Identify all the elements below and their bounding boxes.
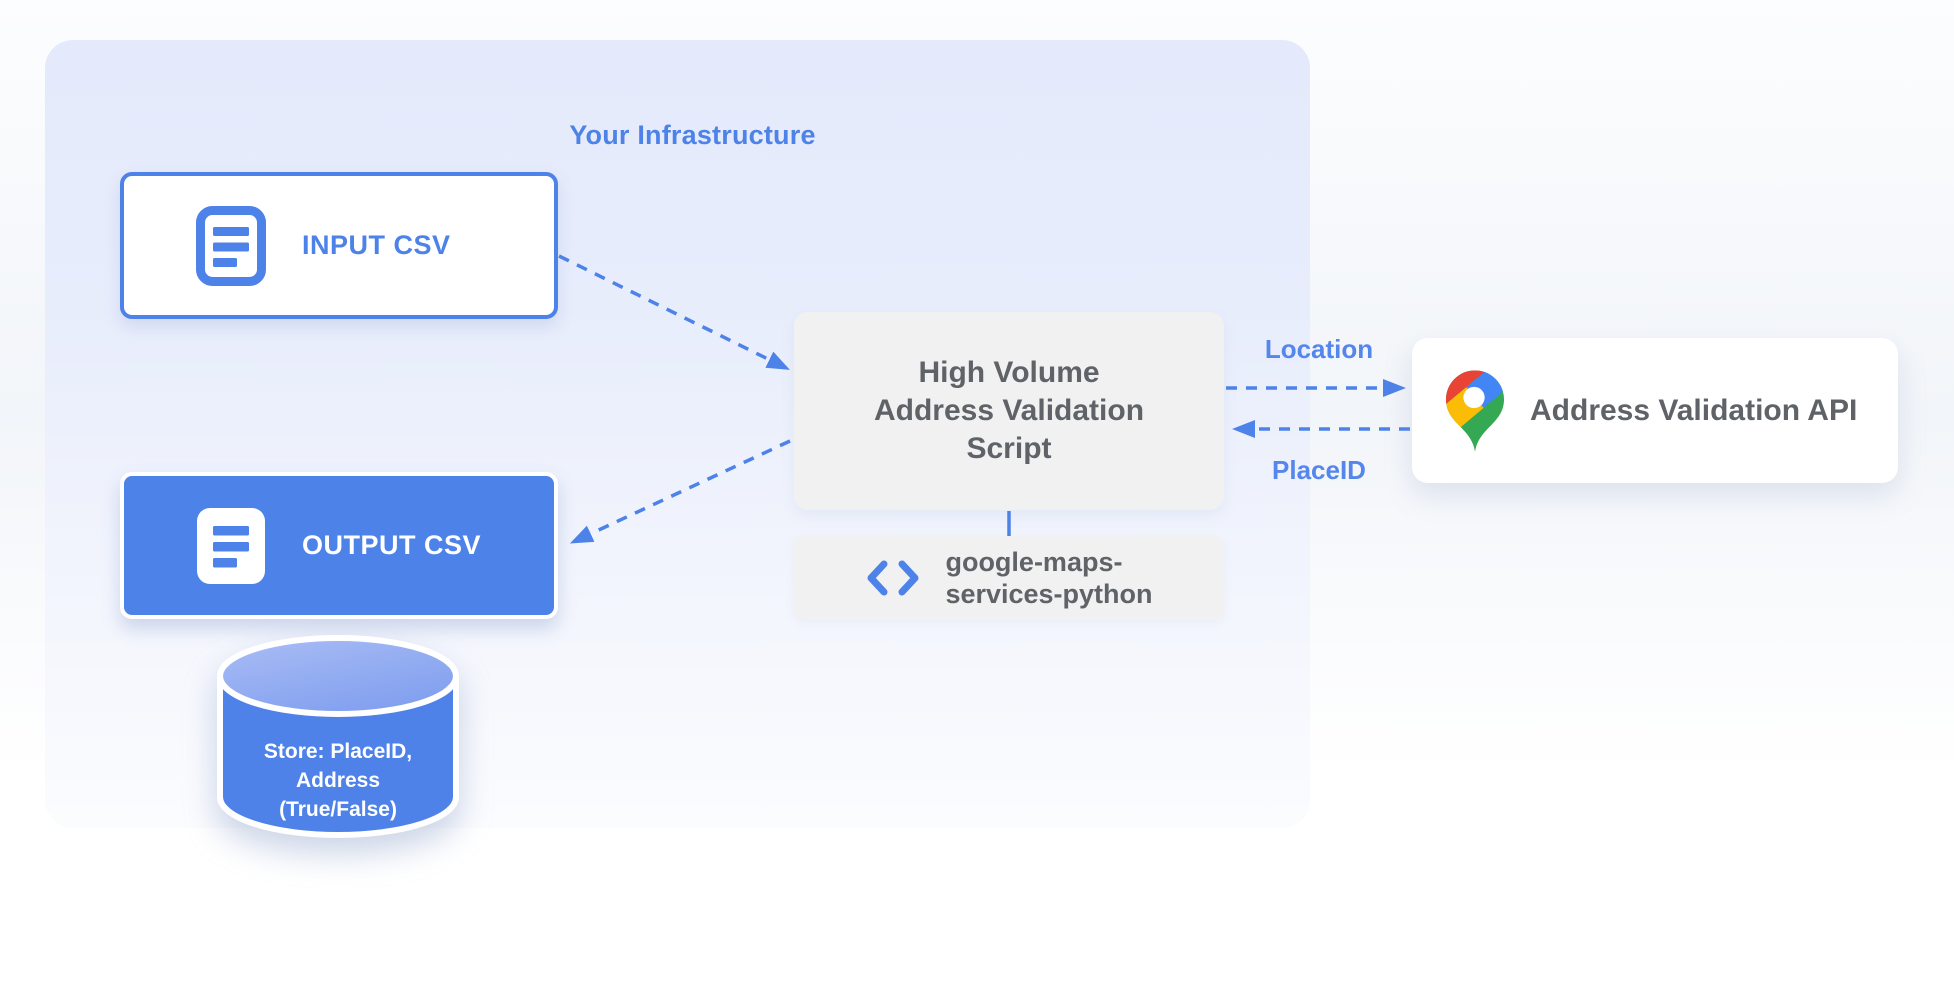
google-maps-pin-icon — [1446, 369, 1504, 452]
library-label: google-maps- services-python — [945, 547, 1153, 609]
edge-label-location: Location — [1264, 334, 1374, 364]
code-icon — [867, 560, 919, 596]
datastore-label: Store: PlaceID, Address (True/False) — [263, 740, 413, 821]
api-node: Address Validation API — [1412, 338, 1898, 483]
output-csv-node: OUTPUT CSV — [120, 472, 558, 619]
database-cylinder — [217, 635, 459, 838]
api-label: Address Validation API — [1530, 393, 1858, 427]
document-outline-icon — [196, 205, 266, 286]
input-csv-node: INPUT CSV — [120, 172, 558, 319]
output-csv-label: OUTPUT CSV — [302, 530, 482, 560]
edge-label-placeid: PlaceID — [1272, 455, 1366, 485]
infrastructure-title: Your Infrastructure — [569, 120, 816, 150]
input-csv-label: INPUT CSV — [302, 230, 451, 260]
document-filled-icon — [197, 507, 265, 584]
library-node: google-maps- services-python — [794, 536, 1224, 620]
script-node: High Volume Address Validation Script — [794, 312, 1224, 510]
